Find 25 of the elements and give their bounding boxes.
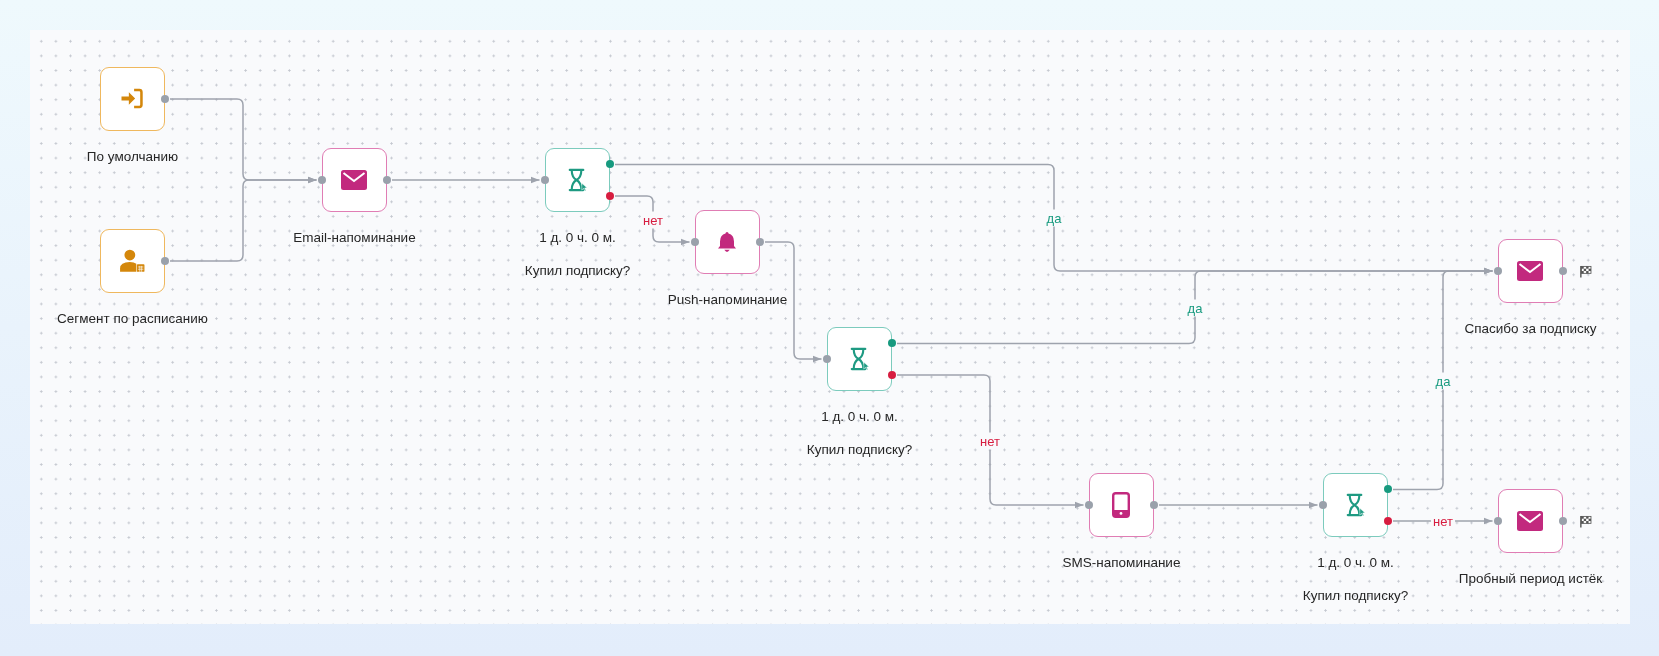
delay-text: 1 д. 0 ч. 0 м. bbox=[821, 407, 898, 425]
connector-arrow bbox=[896, 374, 1085, 509]
connector-arrow bbox=[1392, 267, 1494, 491]
edge-label: да bbox=[1433, 372, 1453, 390]
condition-text: Купил подписку? bbox=[806, 440, 913, 458]
step-label: Спасибо за подписку bbox=[1464, 319, 1597, 337]
step-label: Email-напоминание bbox=[293, 228, 416, 246]
edge-label: да bbox=[1185, 299, 1205, 317]
condition-text: Купил подписку? bbox=[1302, 586, 1409, 604]
edge-label: нет bbox=[641, 211, 665, 229]
step-label: Push-напоминание bbox=[667, 290, 788, 308]
condition-text: Купил подписку? bbox=[524, 261, 631, 279]
step-label: Пробный период истёк bbox=[1458, 569, 1603, 587]
delay-text: 1 д. 0 ч. 0 м. bbox=[1317, 553, 1394, 571]
connector-arrow bbox=[169, 176, 318, 262]
connector-arrow bbox=[1158, 501, 1319, 509]
edge-label: нет bbox=[978, 432, 1002, 450]
delay-text: 1 д. 0 ч. 0 м. bbox=[539, 228, 616, 246]
connector-arrow bbox=[391, 176, 541, 184]
connector-arrow bbox=[764, 241, 823, 363]
connector-arrow bbox=[614, 195, 691, 246]
step-label: SMS-напоминание bbox=[1062, 553, 1181, 571]
edge-label: да bbox=[1044, 209, 1064, 227]
step-label: Сегмент по расписанию bbox=[57, 309, 208, 327]
step-label: По умолчанию bbox=[86, 147, 179, 165]
